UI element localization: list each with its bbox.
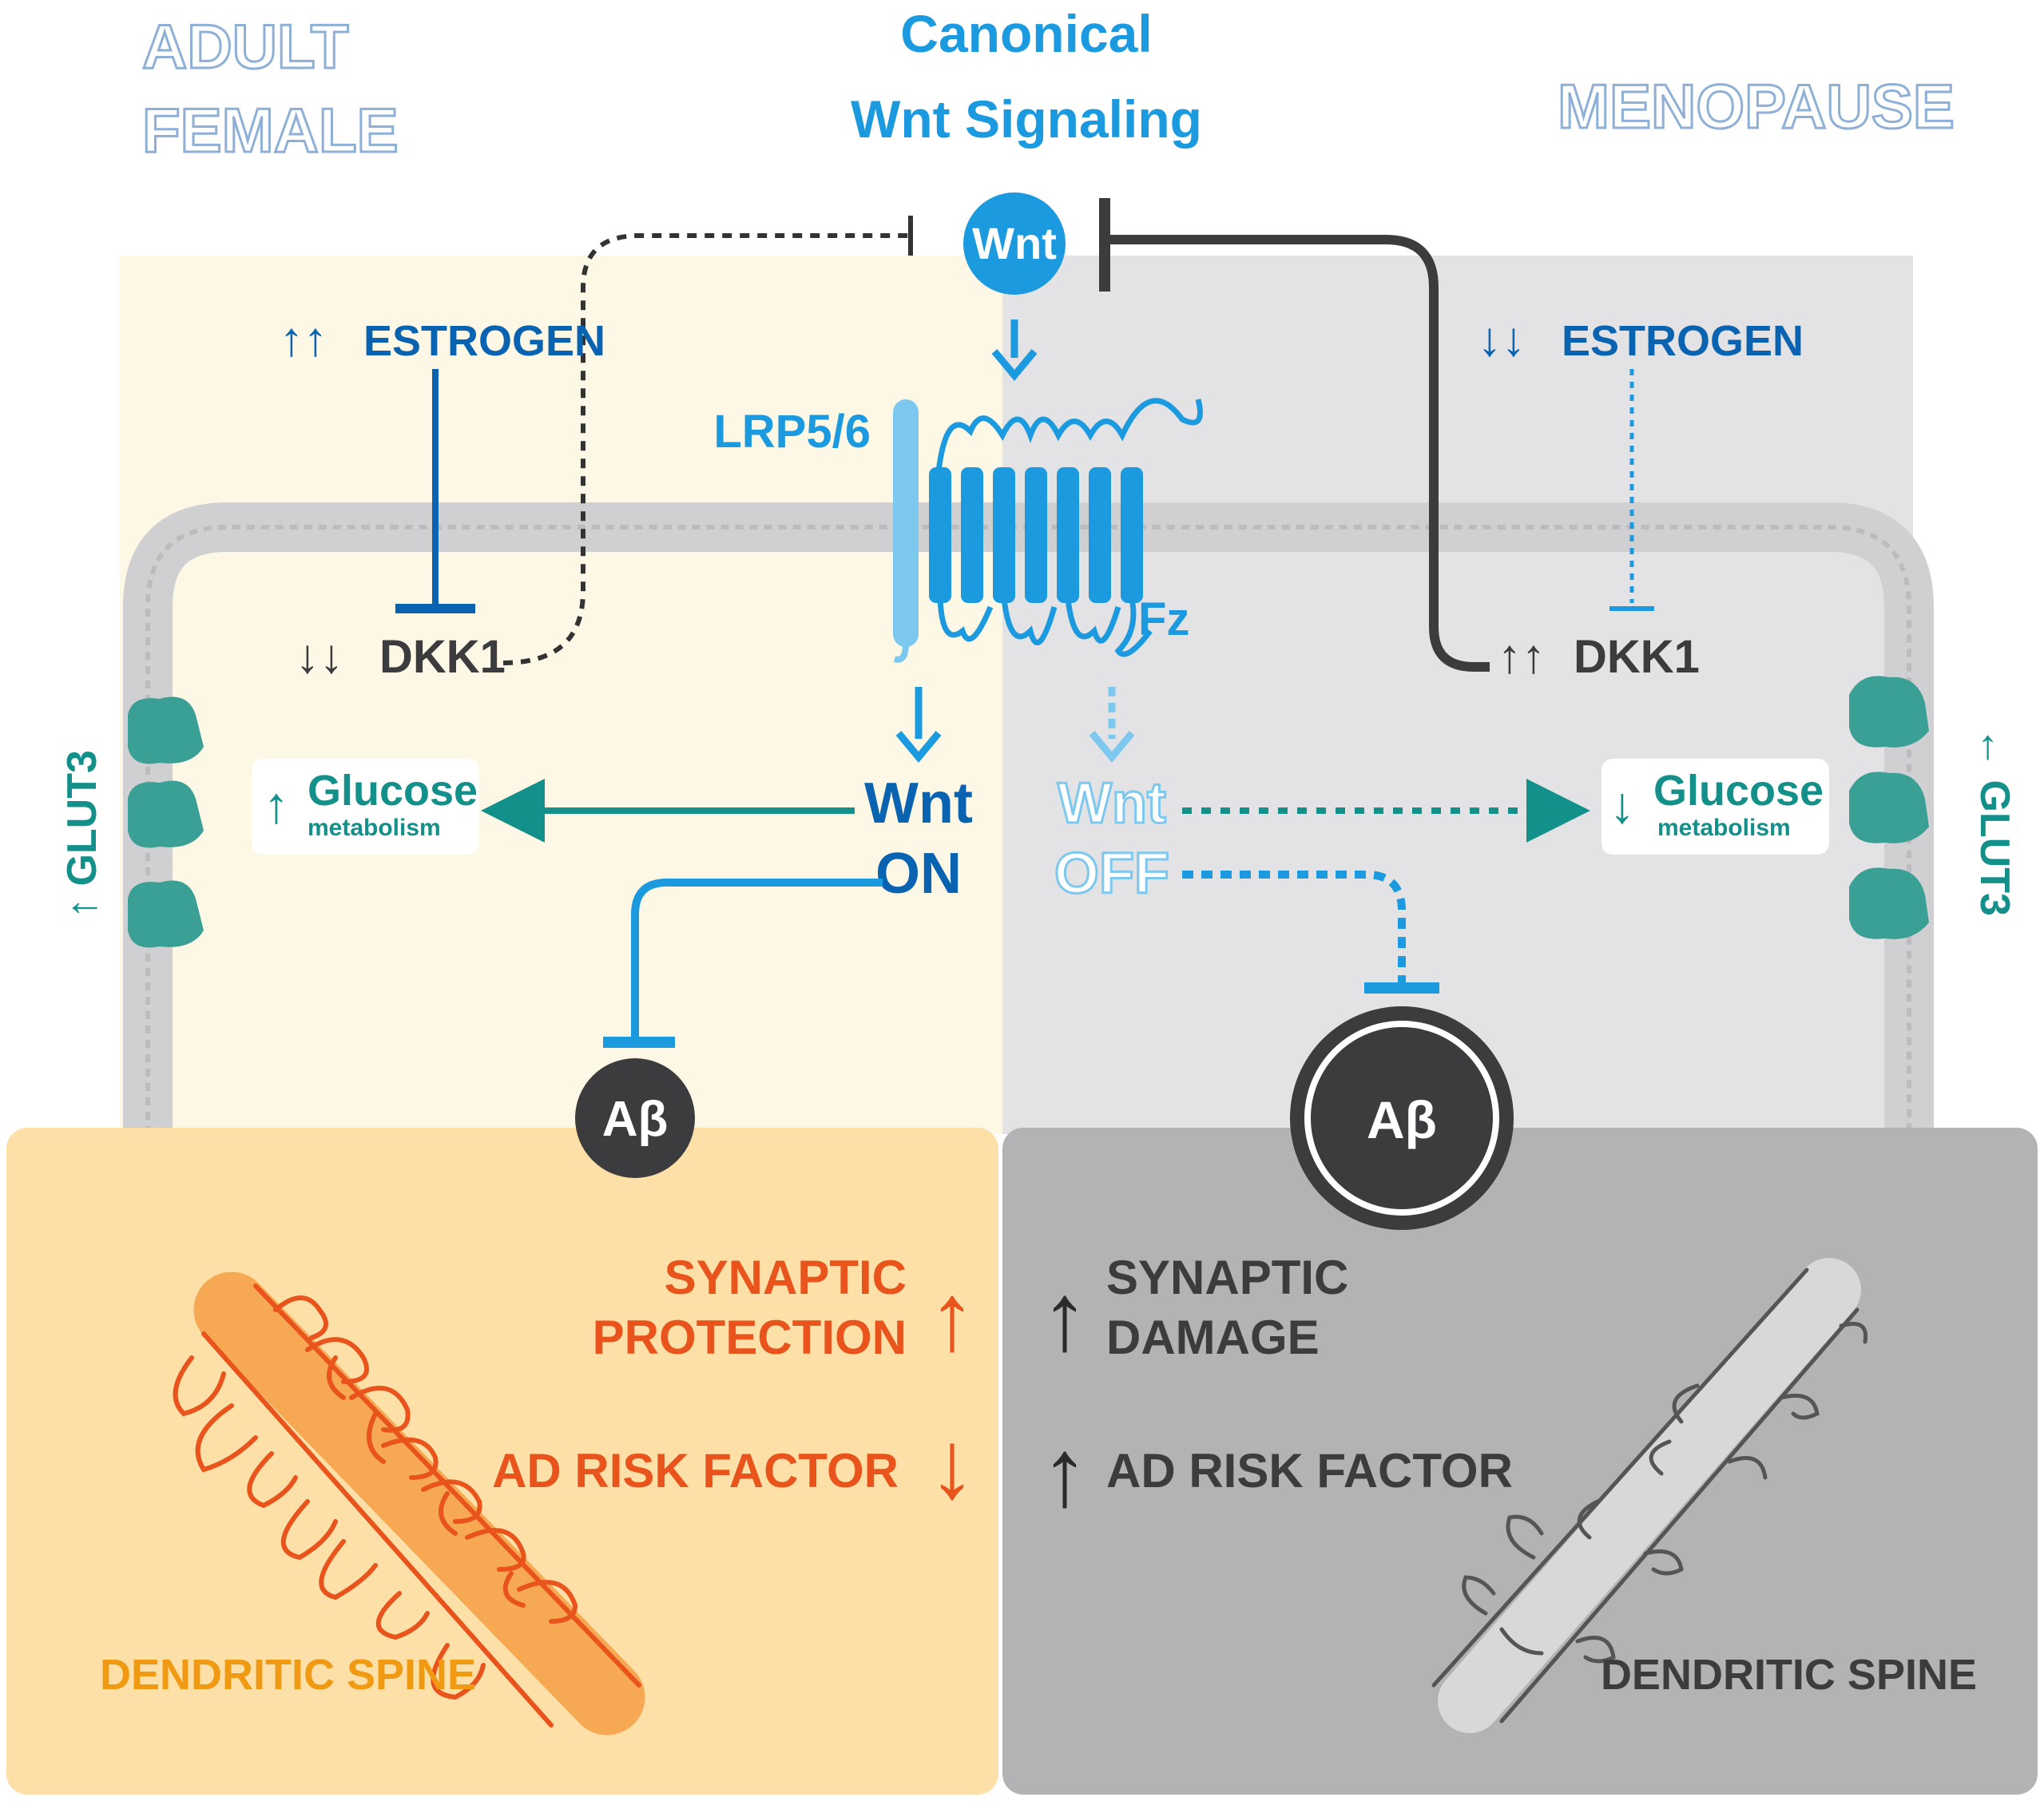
fz-label: Fz [1138, 593, 1189, 645]
right-synaptic-arrow: ↑ [1041, 1264, 1089, 1371]
right-dkk1-label: DKK1 [1574, 631, 1700, 683]
right-abeta-white-ring [1304, 1021, 1499, 1216]
frizzled-receptor [929, 398, 1203, 657]
right-dkk1-inhibition-line [1106, 235, 1490, 672]
left-dendritic-spine [173, 1271, 645, 1736]
left-glucose-box [252, 759, 479, 855]
title-line-1: Canonical [900, 4, 1152, 63]
left-heading-line-2: FEMALE [142, 95, 399, 165]
right-synaptic-line-2: DAMAGE [1106, 1311, 1320, 1364]
right-glucose-sub: metabolism [1657, 815, 1791, 841]
left-synaptic-line-1: SYNAPTIC [665, 1251, 907, 1304]
right-estrogen-label: ESTROGEN [1562, 317, 1804, 365]
right-abeta-inhibition-line [1182, 871, 1406, 982]
left-ad-risk-arrow: ↓ [928, 1411, 976, 1518]
title-line-2: Wnt Signaling [851, 89, 1202, 149]
wnt-ligand-label: Wnt [972, 218, 1057, 268]
lrp-coreceptor [893, 399, 919, 647]
left-cell-background [120, 256, 1002, 1134]
right-synaptic-line-1: SYNAPTIC [1106, 1251, 1348, 1304]
right-glucose-label: Glucose [1653, 767, 1824, 815]
left-spine-label: DENDRITIC SPINE [100, 1651, 476, 1699]
right-estrogen-arrows: ↓↓ [1478, 312, 1526, 366]
wnt-on-arrow [895, 687, 942, 764]
right-glut3-label: ← GLUT3 [1971, 727, 2018, 916]
right-abeta-circle [1316, 1032, 1488, 1204]
wnt-ligand [963, 192, 1066, 295]
left-heading-line-1: ADULT [142, 11, 349, 81]
left-estrogen-arrows: ↑↑ [280, 312, 327, 366]
right-abeta-label: Aβ [1367, 1090, 1437, 1149]
left-synaptic-arrow: ↑ [928, 1264, 976, 1371]
left-abeta-circle [575, 1058, 695, 1178]
wnt-off-arrow [1089, 687, 1135, 764]
lrp-label: LRP5/6 [713, 406, 871, 458]
left-dkk1-arrows: ↓↓ [296, 629, 343, 683]
left-estrogen-label: ESTROGEN [363, 317, 605, 365]
wnt-off-line-1: Wnt [1058, 772, 1166, 835]
lrp-tail [893, 642, 909, 663]
left-abeta-label: Aβ [602, 1092, 669, 1147]
left-abeta-inhibition-line [631, 879, 883, 1038]
left-ad-risk-label: AD RISK FACTOR [492, 1444, 899, 1498]
wnt-to-receptor-arrow [991, 319, 1038, 382]
right-heading: MENOPAUSE [1558, 71, 1955, 141]
left-dkk1-label: DKK1 [379, 631, 506, 683]
right-spine-label: DENDRITIC SPINE [1601, 1651, 1977, 1699]
right-dendritic-spine [1431, 1258, 1868, 1733]
right-cell-background [1002, 256, 1913, 1134]
right-dkk1-arrows: ↑↑ [1498, 629, 1546, 683]
wnt-on-line-1: Wnt [864, 772, 973, 835]
right-ad-risk-label: AD RISK FACTOR [1106, 1444, 1513, 1498]
left-glucose-sub: metabolism [308, 815, 441, 841]
left-glut3-transporters [128, 696, 204, 948]
right-outcome-box [1002, 1128, 2038, 1795]
left-synaptic-line-2: PROTECTION [593, 1311, 907, 1364]
right-glucose-box [1601, 759, 1829, 855]
right-ad-risk-arrow: ↑ [1041, 1419, 1089, 1526]
left-glucose-arrow-glyph: ↑ [264, 776, 289, 834]
left-glucose-label: Glucose [308, 767, 478, 815]
right-glut3-transporters [1849, 676, 1929, 939]
right-glucose-arrow-glyph: ↓ [1609, 776, 1635, 834]
wnt-on-line-2: ON [875, 842, 962, 906]
left-dkk1-inhibition-line [502, 233, 911, 665]
left-glut3-label: ↑ GLUT3 [59, 750, 105, 918]
wnt-off-line-2: OFF [1054, 842, 1169, 906]
